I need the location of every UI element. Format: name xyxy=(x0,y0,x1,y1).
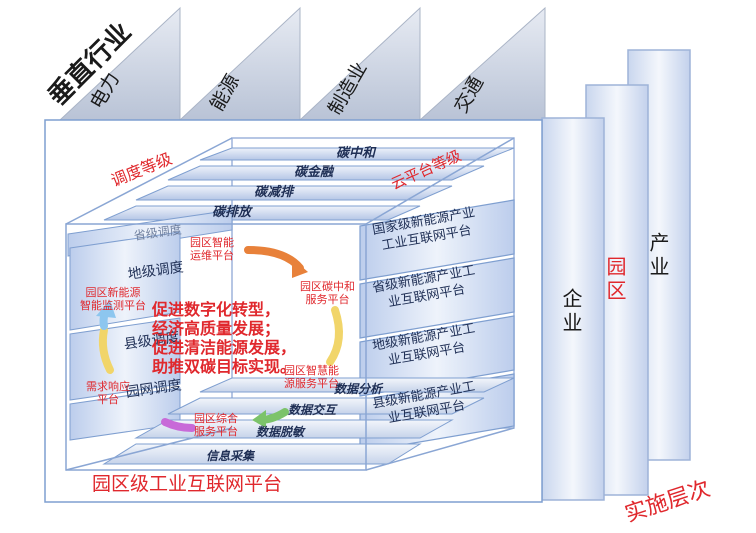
implementation-pillars xyxy=(541,49,691,501)
cloud-panel-label-2: 省级新能源产业工 业互联网平台 xyxy=(371,263,477,311)
dispatch-panels xyxy=(67,209,233,441)
park-platform-title: 园区级工业互联网平台 xyxy=(92,473,283,495)
bottom-layer-1 xyxy=(199,377,515,393)
dispatch-panel-2 xyxy=(69,231,181,331)
bottom-layer-stack xyxy=(102,377,515,465)
top-layer-label-2: 碳金融 xyxy=(294,165,334,180)
cloud-panel-label-4: 县级新能源产业工 业互联网平台 xyxy=(371,379,477,427)
bottom-layer-label-4: 信息采集 xyxy=(206,449,255,463)
cloud-level-label: 云平台等级 xyxy=(388,146,464,194)
dispatch-label-4: 园网调度 xyxy=(124,377,183,401)
service-carbon: 园区碳中和 服务平台 xyxy=(300,280,355,306)
service-cycle xyxy=(96,246,343,432)
service-monitor: 园区新能源 智能监测平台 xyxy=(80,286,146,312)
cloud-panel-2 xyxy=(359,257,515,339)
sector-energy: 能源 xyxy=(206,70,245,115)
arrow-purple xyxy=(161,418,196,432)
bottom-layer-3 xyxy=(134,419,454,439)
service-energy: 园区智慧能 源服务平台 xyxy=(284,364,339,390)
arrow-blue-head xyxy=(96,300,116,318)
pillar-label-enterprise: 企业 xyxy=(559,288,583,336)
cube-edge-tr xyxy=(365,137,515,225)
bottom-layer-label-1: 数据分析 xyxy=(334,382,383,396)
top-layer-label-3: 碳减排 xyxy=(254,185,294,200)
top-layer-label-4: 碳排放 xyxy=(212,205,252,220)
pillar-label-industry: 产业 xyxy=(646,232,670,280)
cube-edge-bl xyxy=(65,427,233,471)
implementation-title: 实施层次 xyxy=(621,476,714,528)
arrow-green-head xyxy=(252,410,266,428)
arrow-yellow xyxy=(326,306,343,366)
top-layer-label-1: 碳中和 xyxy=(336,146,376,161)
cube-edge-br xyxy=(365,427,515,471)
service-ops: 园区智能 运维平台 xyxy=(190,236,234,262)
cube-edge-tl xyxy=(65,137,233,225)
bottom-layer-label-3: 数据脱敏 xyxy=(256,425,305,439)
cube-front xyxy=(65,137,515,471)
cloud-panel-1 xyxy=(359,199,515,281)
dispatch-label-2: 地级调度 xyxy=(126,259,185,283)
sector-manufacturing: 制造业 xyxy=(324,58,372,119)
top-layer-2 xyxy=(167,165,485,181)
center-slogan: 促进数字化转型， 经济高质量发展； 促进清洁能源发展， 助推双碳目标实现。 xyxy=(152,300,297,376)
cube-front-face xyxy=(65,223,367,471)
top-layer-3 xyxy=(135,185,453,201)
dispatch-label-1: 省级调度 xyxy=(133,222,183,243)
service-general: 园区综合 服务平台 xyxy=(194,412,238,438)
pillar-enterprise xyxy=(541,117,605,501)
cloud-panel-label-3: 地级新能源产业工 业互联网平台 xyxy=(371,321,477,369)
dispatch-level-label: 调度等级 xyxy=(108,148,175,191)
industry-banner xyxy=(58,6,546,121)
bottom-layer-2 xyxy=(167,397,485,415)
top-layer-stack xyxy=(103,147,515,221)
top-layer-1 xyxy=(199,147,515,161)
cloud-panel-label-1: 国家级新能源产业 工业互联网平台 xyxy=(371,205,477,254)
bottom-layer-label-2: 数据交互 xyxy=(288,403,337,417)
pillar-label-park: 园区 xyxy=(603,256,627,304)
sector-transport: 交通 xyxy=(450,72,489,117)
dispatch-panel-3 xyxy=(69,317,181,401)
service-demand: 需求响应 平台 xyxy=(86,380,130,406)
arrow-orange-head xyxy=(292,258,308,278)
top-layer-4 xyxy=(103,205,421,221)
arrow-yellow-left xyxy=(98,326,114,374)
